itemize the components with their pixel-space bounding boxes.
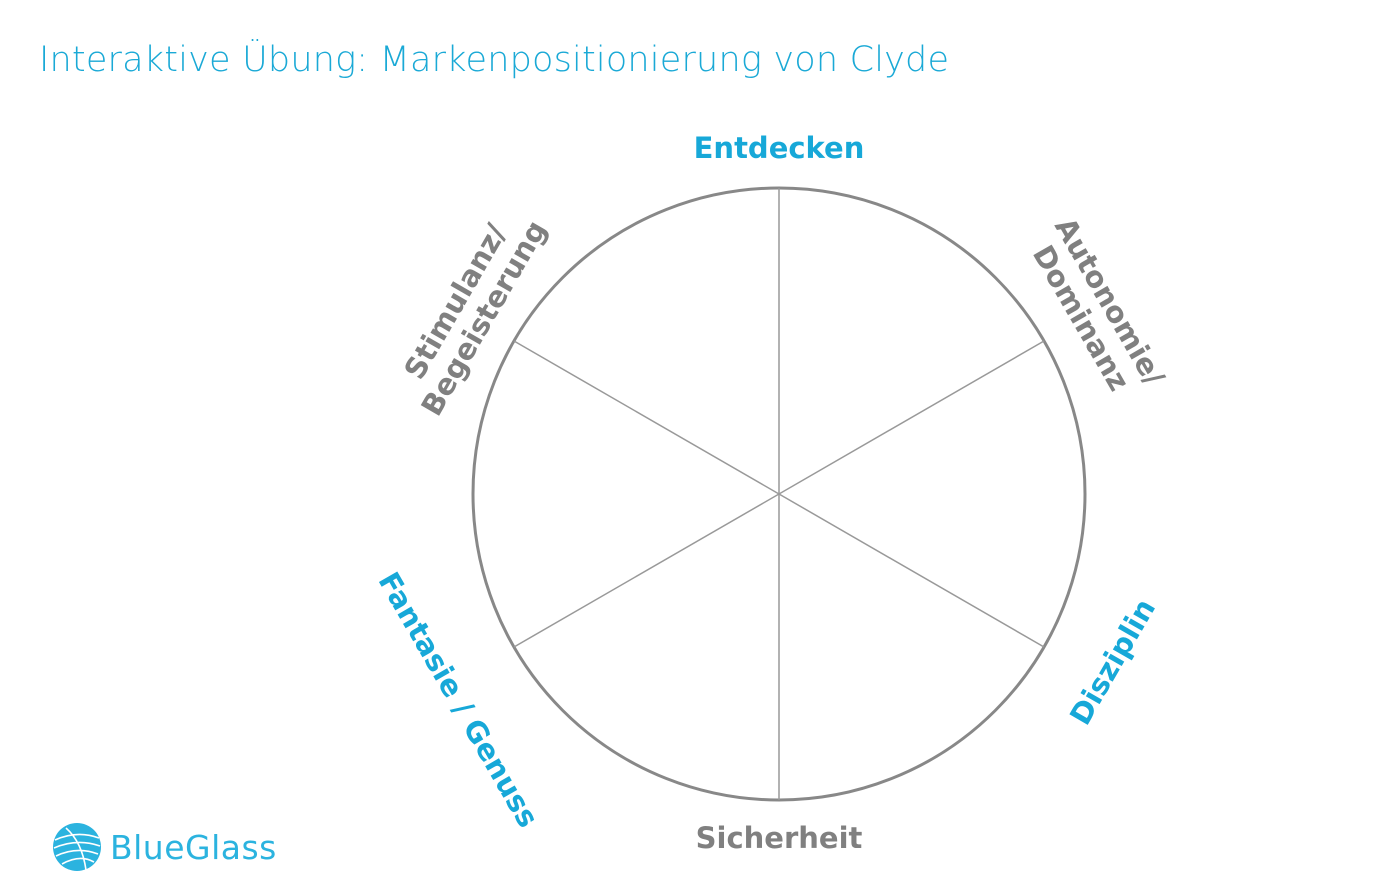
logo-text: BlueGlass (110, 827, 277, 867)
blueglass-logo: BlueGlass (52, 822, 277, 872)
globe-icon (53, 823, 101, 871)
spoke-diagonal-2 (513, 340, 1045, 648)
label-sicherheit: Sicherheit (695, 821, 863, 855)
label-entdecken: Entdecken (693, 131, 865, 165)
slide-title: Interaktive Übung: Markenpositionierung … (39, 40, 950, 80)
